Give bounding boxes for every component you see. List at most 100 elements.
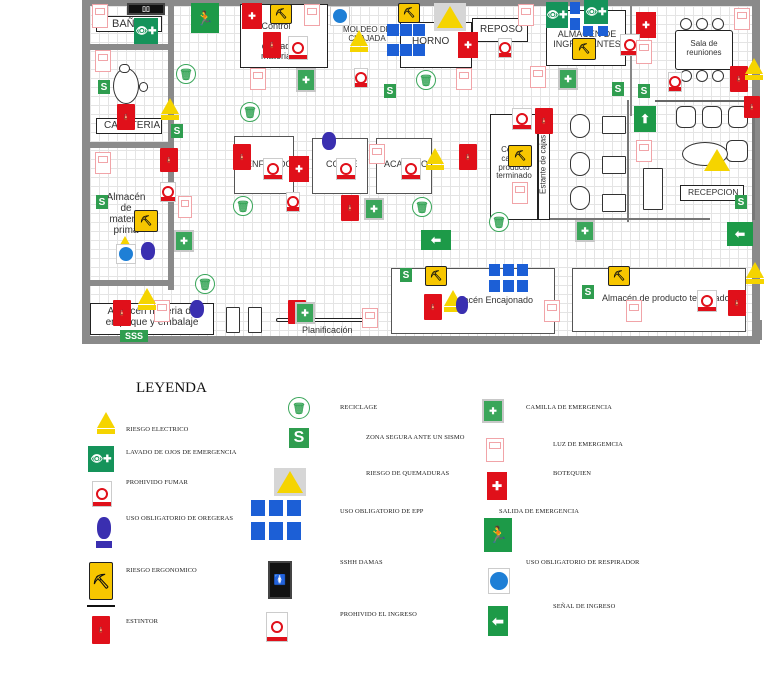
emergency-light-icon [362,308,378,328]
ppe-required-icon [400,24,412,36]
fire-extinguisher-icon: 🧯 [730,66,748,92]
fire-extinguisher-icon: 🧯 [424,294,442,320]
no-entry-icon [288,36,308,60]
earthquake-safe-zone-icon: S [638,84,650,98]
first-aid-kit-icon: ✚ [242,3,262,29]
ear-protection-icon [97,517,111,539]
no-smoking-icon [160,182,176,202]
legend-label: RIESGO ELECTRICO [126,426,189,433]
emergency-light-icon [486,438,504,462]
room-label-almacen-encajonado: Almacén Encajonado [448,295,534,305]
legend-label: RECICLAGE [340,404,378,411]
ppe-required-icon [489,264,500,276]
emergency-exit-icon: 🏃 [484,518,512,552]
chair [702,106,722,128]
first-aid-kit-icon: ✚ [289,156,309,182]
earthquake-safe-zone-icon: S [289,428,309,448]
ear-protection-icon [456,296,468,314]
ergonomic-risk-icon: ⛏ [425,266,447,286]
chair [696,70,708,82]
electric-risk-icon [350,30,368,52]
chair [696,18,708,30]
ppe-required-icon [489,280,500,292]
fire-extinguisher-icon: 🧯 [117,104,135,130]
ergonomic-risk-underline [87,605,115,607]
emergency-light-icon [154,300,170,322]
recycle-bin-icon: 🗑 [416,70,436,90]
legend-label: USO OBLIGATORIO DE EPP [340,508,424,515]
ppe-required-icon [570,2,580,14]
recycle-bin-icon: 🗑 [489,212,509,232]
no-entry-icon [697,290,717,312]
recycle-bin-icon: 🗑 [176,64,196,84]
fire-extinguisher-icon: 🧯 [535,108,553,134]
emergency-light-icon [250,68,266,90]
eye-wash-icon: 👁✚ [546,2,568,28]
emergency-light-icon [456,68,472,90]
stretcher-icon: ✚ [174,230,194,252]
fire-extinguisher-icon: 🧯 [728,290,746,316]
legend-label: USO OBLIGATORIO DE RESPIRADOR [526,559,640,566]
recycle-bin-icon: 🗑 [412,197,432,217]
legend-label: LAVADO DE OJOS DE EMERGENCIA [126,449,237,456]
emergency-light-icon [530,66,546,88]
room-almacen-producto-terminado [572,268,746,332]
recycle-bin-icon: 🗑 [288,397,310,419]
entrance-arrow-icon: ⬅ [421,230,451,250]
fire-extinguisher-icon: 🧯 [341,195,359,221]
emergency-light-icon [178,196,192,218]
emergency-light-icon [95,50,111,72]
emergency-light-icon [626,300,642,322]
chair [676,106,696,128]
desk [602,194,626,212]
electric-risk-icon [138,288,156,310]
no-entry-icon [336,158,356,180]
stretcher-icon: ✚ [364,198,384,220]
ergonomic-risk-icon: ⛏ [608,266,630,286]
ppe-required-icon [570,18,580,30]
chair [712,18,724,30]
legend-label: SSHH DAMAS [340,559,383,566]
earthquake-safe-zone-icon: S [96,195,108,209]
table-sala-reuniones [675,30,733,70]
chair [680,18,692,30]
ppe-required-icon [583,26,593,36]
emergency-light-icon [518,4,534,26]
legend-label: CAMILLA DE EMERGENCIA [526,404,612,411]
ppe-required-icon [503,280,514,292]
no-entry-icon [263,158,283,180]
no-entry-icon [620,34,640,56]
eye-wash-icon: 👁✚ [88,446,114,472]
wall [82,142,172,148]
ear-protection-icon [190,300,204,318]
wall [82,44,172,50]
shelf [248,307,262,333]
emergency-light-icon [512,182,528,204]
emergency-light-icon [92,4,108,28]
stretcher-icon: ✚ [296,68,316,92]
burn-risk-icon [274,468,306,496]
ppe-required-icon [387,44,399,56]
round-table [113,68,139,104]
legend-label: LUZ DE EMERGEMCIA [553,441,623,448]
emergency-light-icon [304,4,320,26]
ppe-required-icon [251,500,265,516]
legend-label: USO OBLIGATORIO DE OREGERAS [126,515,234,522]
ergonomic-risk-icon: ⛏ [398,3,420,23]
legend-label: SEÑAL DE INGRESO [553,603,616,610]
wall [630,6,632,116]
desk [602,156,626,174]
ppe-required-icon [287,522,301,540]
ergonomic-risk-icon: ⛏ [89,562,113,600]
stretcher-icon: ✚ [575,220,595,242]
chair [570,114,590,138]
womens-restroom-icon: 🚺 [268,561,292,599]
ppe-required-icon [517,280,528,292]
legend-label: PROHIVIDO FUMAR [126,479,188,486]
electric-risk-icon [745,58,763,80]
emergency-light-icon [369,144,385,164]
chair [570,186,590,210]
eye-wash-icon: 👁✚ [134,18,158,44]
ear-protection-icon [141,242,155,260]
wall [82,280,174,286]
